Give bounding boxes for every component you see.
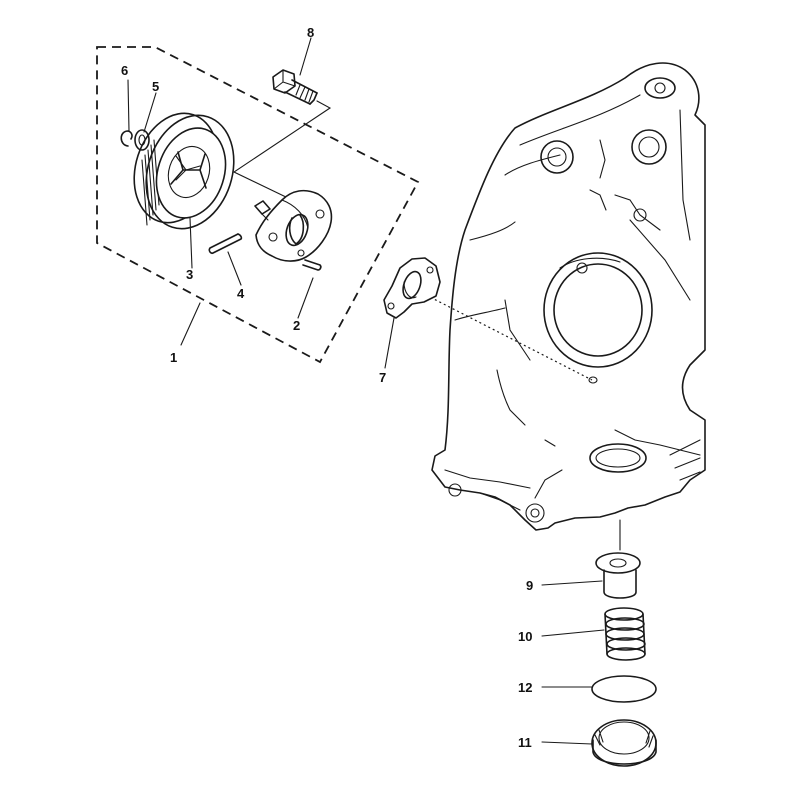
bolt-center-line <box>232 100 332 199</box>
assembly-boundary <box>96 46 420 364</box>
pump-body <box>254 189 333 262</box>
callout-5: 5 <box>152 79 159 94</box>
callout-7: 7 <box>379 370 386 385</box>
dowel <box>302 259 322 271</box>
washer <box>134 129 150 151</box>
leader-lines <box>127 37 605 745</box>
callout-3: 3 <box>186 267 193 282</box>
crankcase-housing <box>431 62 706 531</box>
drain-cap <box>591 719 657 767</box>
strainer-plug <box>595 519 641 599</box>
bolt <box>272 69 318 105</box>
gasket <box>383 257 441 319</box>
circlip <box>120 130 133 147</box>
callout-4: 4 <box>237 286 245 301</box>
callout-12: 12 <box>518 680 532 695</box>
pump-gear <box>133 112 235 230</box>
spring <box>604 607 646 661</box>
o-ring <box>591 675 657 703</box>
callout-10: 10 <box>518 629 532 644</box>
passage-line <box>425 294 593 381</box>
callout-1: 1 <box>170 350 177 365</box>
callout-11: 11 <box>518 735 532 750</box>
dowel-pin <box>208 233 243 254</box>
callout-2: 2 <box>293 318 300 333</box>
callout-9: 9 <box>526 578 533 593</box>
callout-6: 6 <box>121 63 128 78</box>
callout-8: 8 <box>307 25 314 40</box>
